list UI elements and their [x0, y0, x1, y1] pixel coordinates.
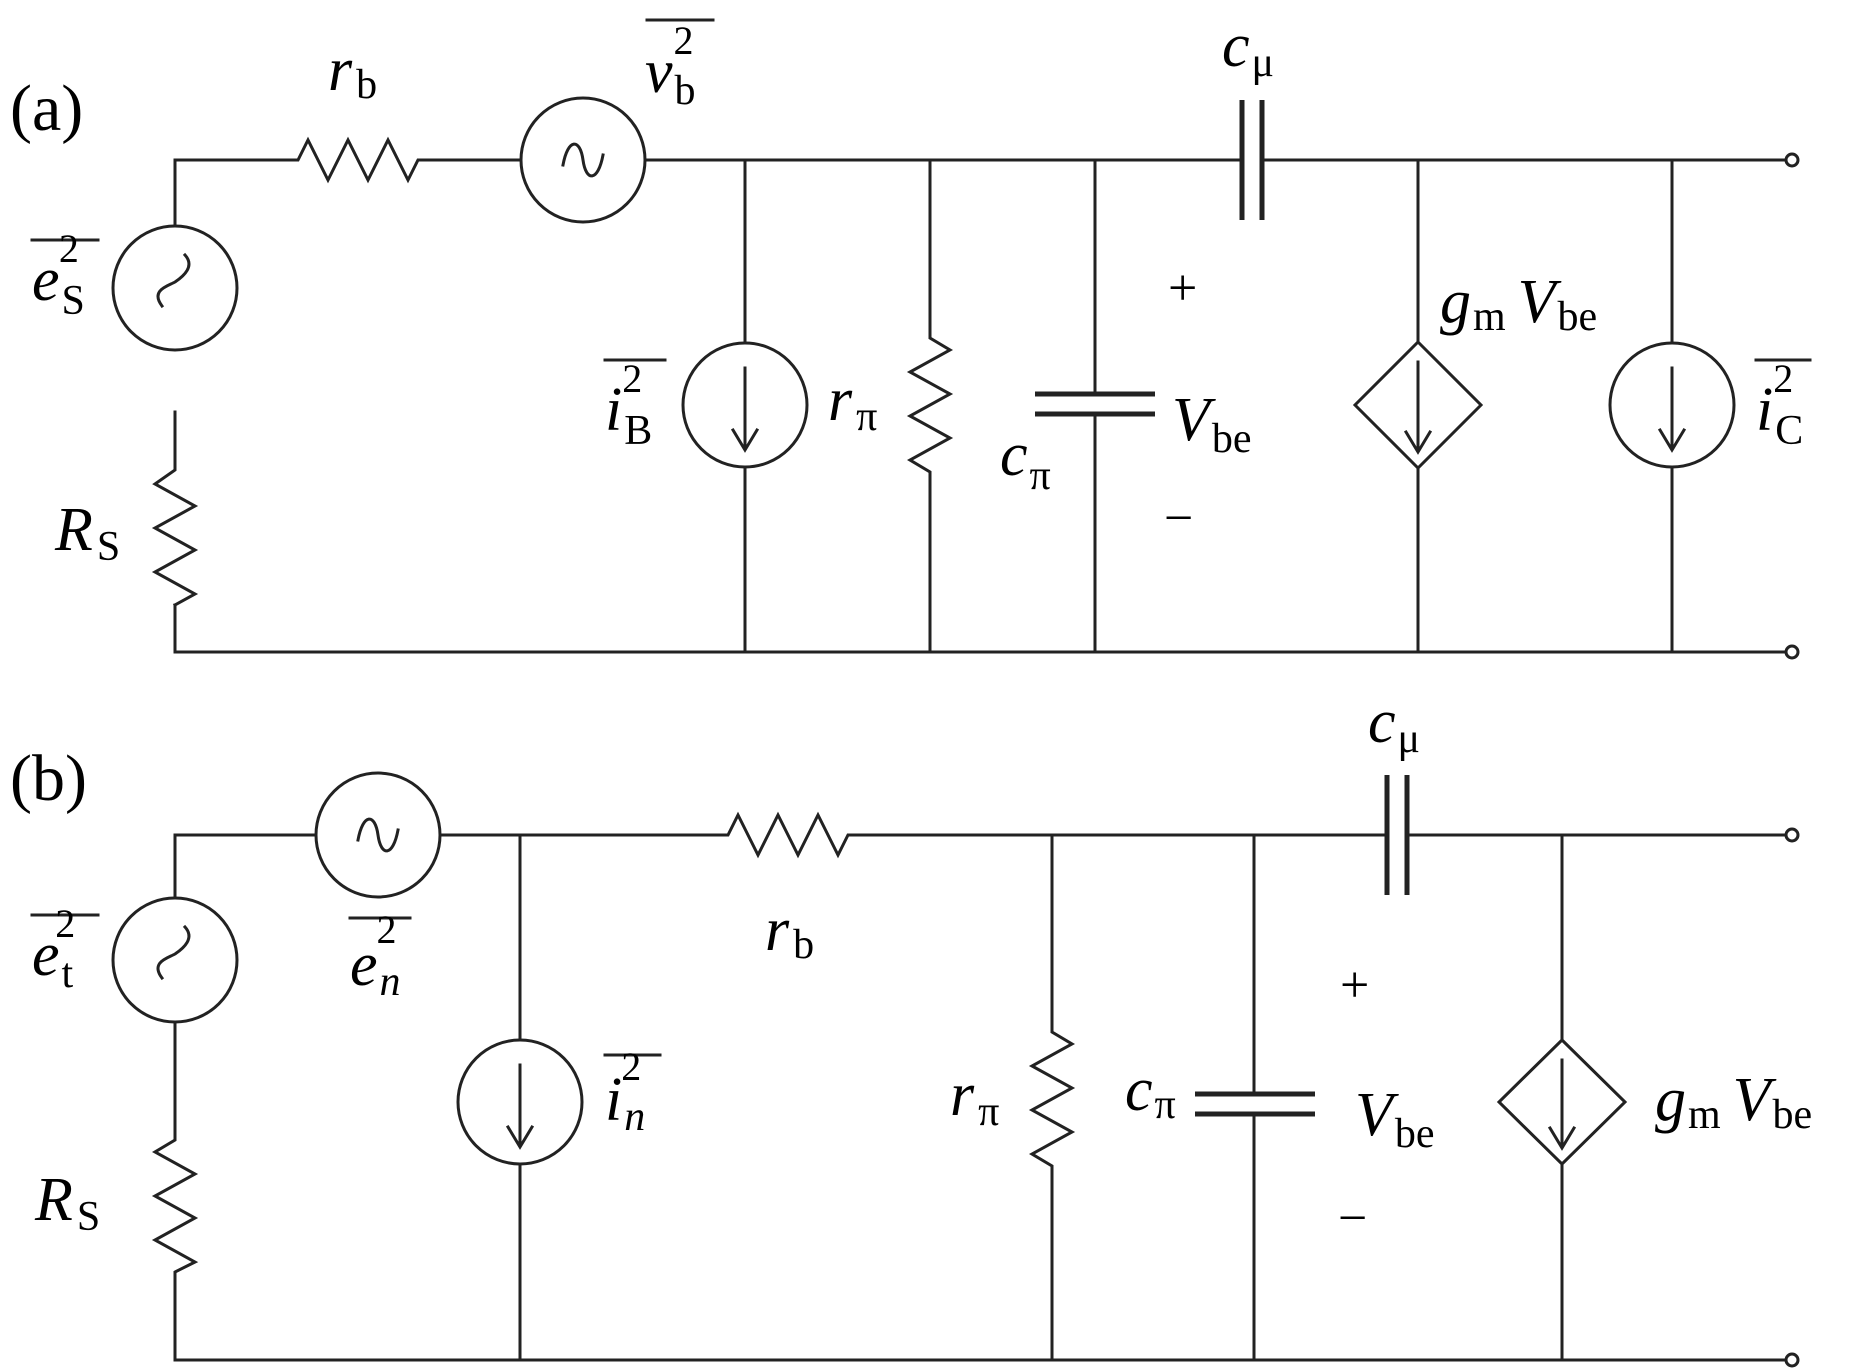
en-label: en2: [350, 907, 401, 1005]
panel-a-wires: [173, 158, 1788, 654]
et-label: et2: [32, 901, 75, 997]
rb-label-b: rb: [765, 896, 814, 968]
vbe-minus-b: −: [1338, 1190, 1367, 1247]
output-terminal-bottom: [1784, 1352, 1800, 1368]
capacitor-cpi: [1035, 303, 1155, 502]
vbe-label: Vbe: [1172, 386, 1252, 462]
vbe-plus-b: +: [1340, 957, 1369, 1014]
resistor-rs: [151, 1108, 199, 1282]
panel-b-label: (b): [10, 742, 87, 815]
cpi-label: cπ: [1000, 421, 1051, 499]
capacitor-cmu: [1298, 775, 1502, 895]
resistor-rb: [253, 136, 457, 184]
es-label: eS2: [32, 226, 85, 324]
rpi-label-b: rπ: [950, 1061, 999, 1135]
capacitor-cpi: [1195, 998, 1315, 1202]
ic-label: iC2: [1756, 356, 1803, 454]
dependent-current-source-gm: [1352, 339, 1484, 471]
vbe-plus: +: [1168, 260, 1197, 317]
voltage-noise-source-en: [314, 771, 442, 899]
sine-wave-icon: [561, 142, 605, 178]
vbe-minus: −: [1164, 490, 1193, 547]
resistor-rpi: [906, 303, 954, 507]
current-noise-source-ic: [1608, 341, 1736, 469]
cmu-label: cμ: [1222, 12, 1274, 86]
voltage-noise-source-et: [111, 896, 239, 1024]
dependent-current-source-gm: [1496, 1037, 1628, 1167]
panel-a: (a): [10, 12, 1812, 660]
resistor-rb: [683, 811, 887, 859]
voltage-noise-source-es: [111, 224, 239, 352]
vbe-label-b: Vbe: [1355, 1081, 1435, 1157]
resistor-rs: [151, 433, 199, 608]
output-terminal-bottom: [1784, 644, 1800, 660]
panel-a-terminals: [1784, 152, 1800, 660]
output-terminal-top: [1784, 152, 1800, 168]
output-terminal-top: [1784, 827, 1800, 843]
rpi-label: rπ: [828, 366, 877, 440]
panel-a-label: (a): [10, 72, 83, 145]
panel-b-terminals: [1784, 827, 1800, 1368]
tilde-icon: [156, 252, 191, 309]
in-label: in2: [605, 1044, 645, 1140]
current-noise-source-ib: [681, 341, 809, 469]
rb-label: rb: [328, 36, 377, 108]
tilde-icon: [156, 924, 191, 981]
vb-label: vb2: [645, 18, 696, 114]
cmu-label-b: cμ: [1368, 688, 1420, 762]
voltage-noise-source-vb: [519, 96, 647, 224]
ib-label: iB2: [605, 356, 652, 454]
rs-label-b: RS: [34, 1166, 100, 1240]
panel-b: (b): [10, 688, 1812, 1368]
panel-b-wires: [173, 833, 1788, 1362]
rs-label: RS: [54, 496, 120, 570]
capacitor-cmu: [1158, 100, 1362, 220]
sine-wave-icon: [356, 817, 400, 853]
current-noise-source-in: [456, 1038, 584, 1166]
resistor-rpi: [1028, 998, 1076, 1202]
cpi-label-b: cπ: [1125, 1056, 1176, 1128]
